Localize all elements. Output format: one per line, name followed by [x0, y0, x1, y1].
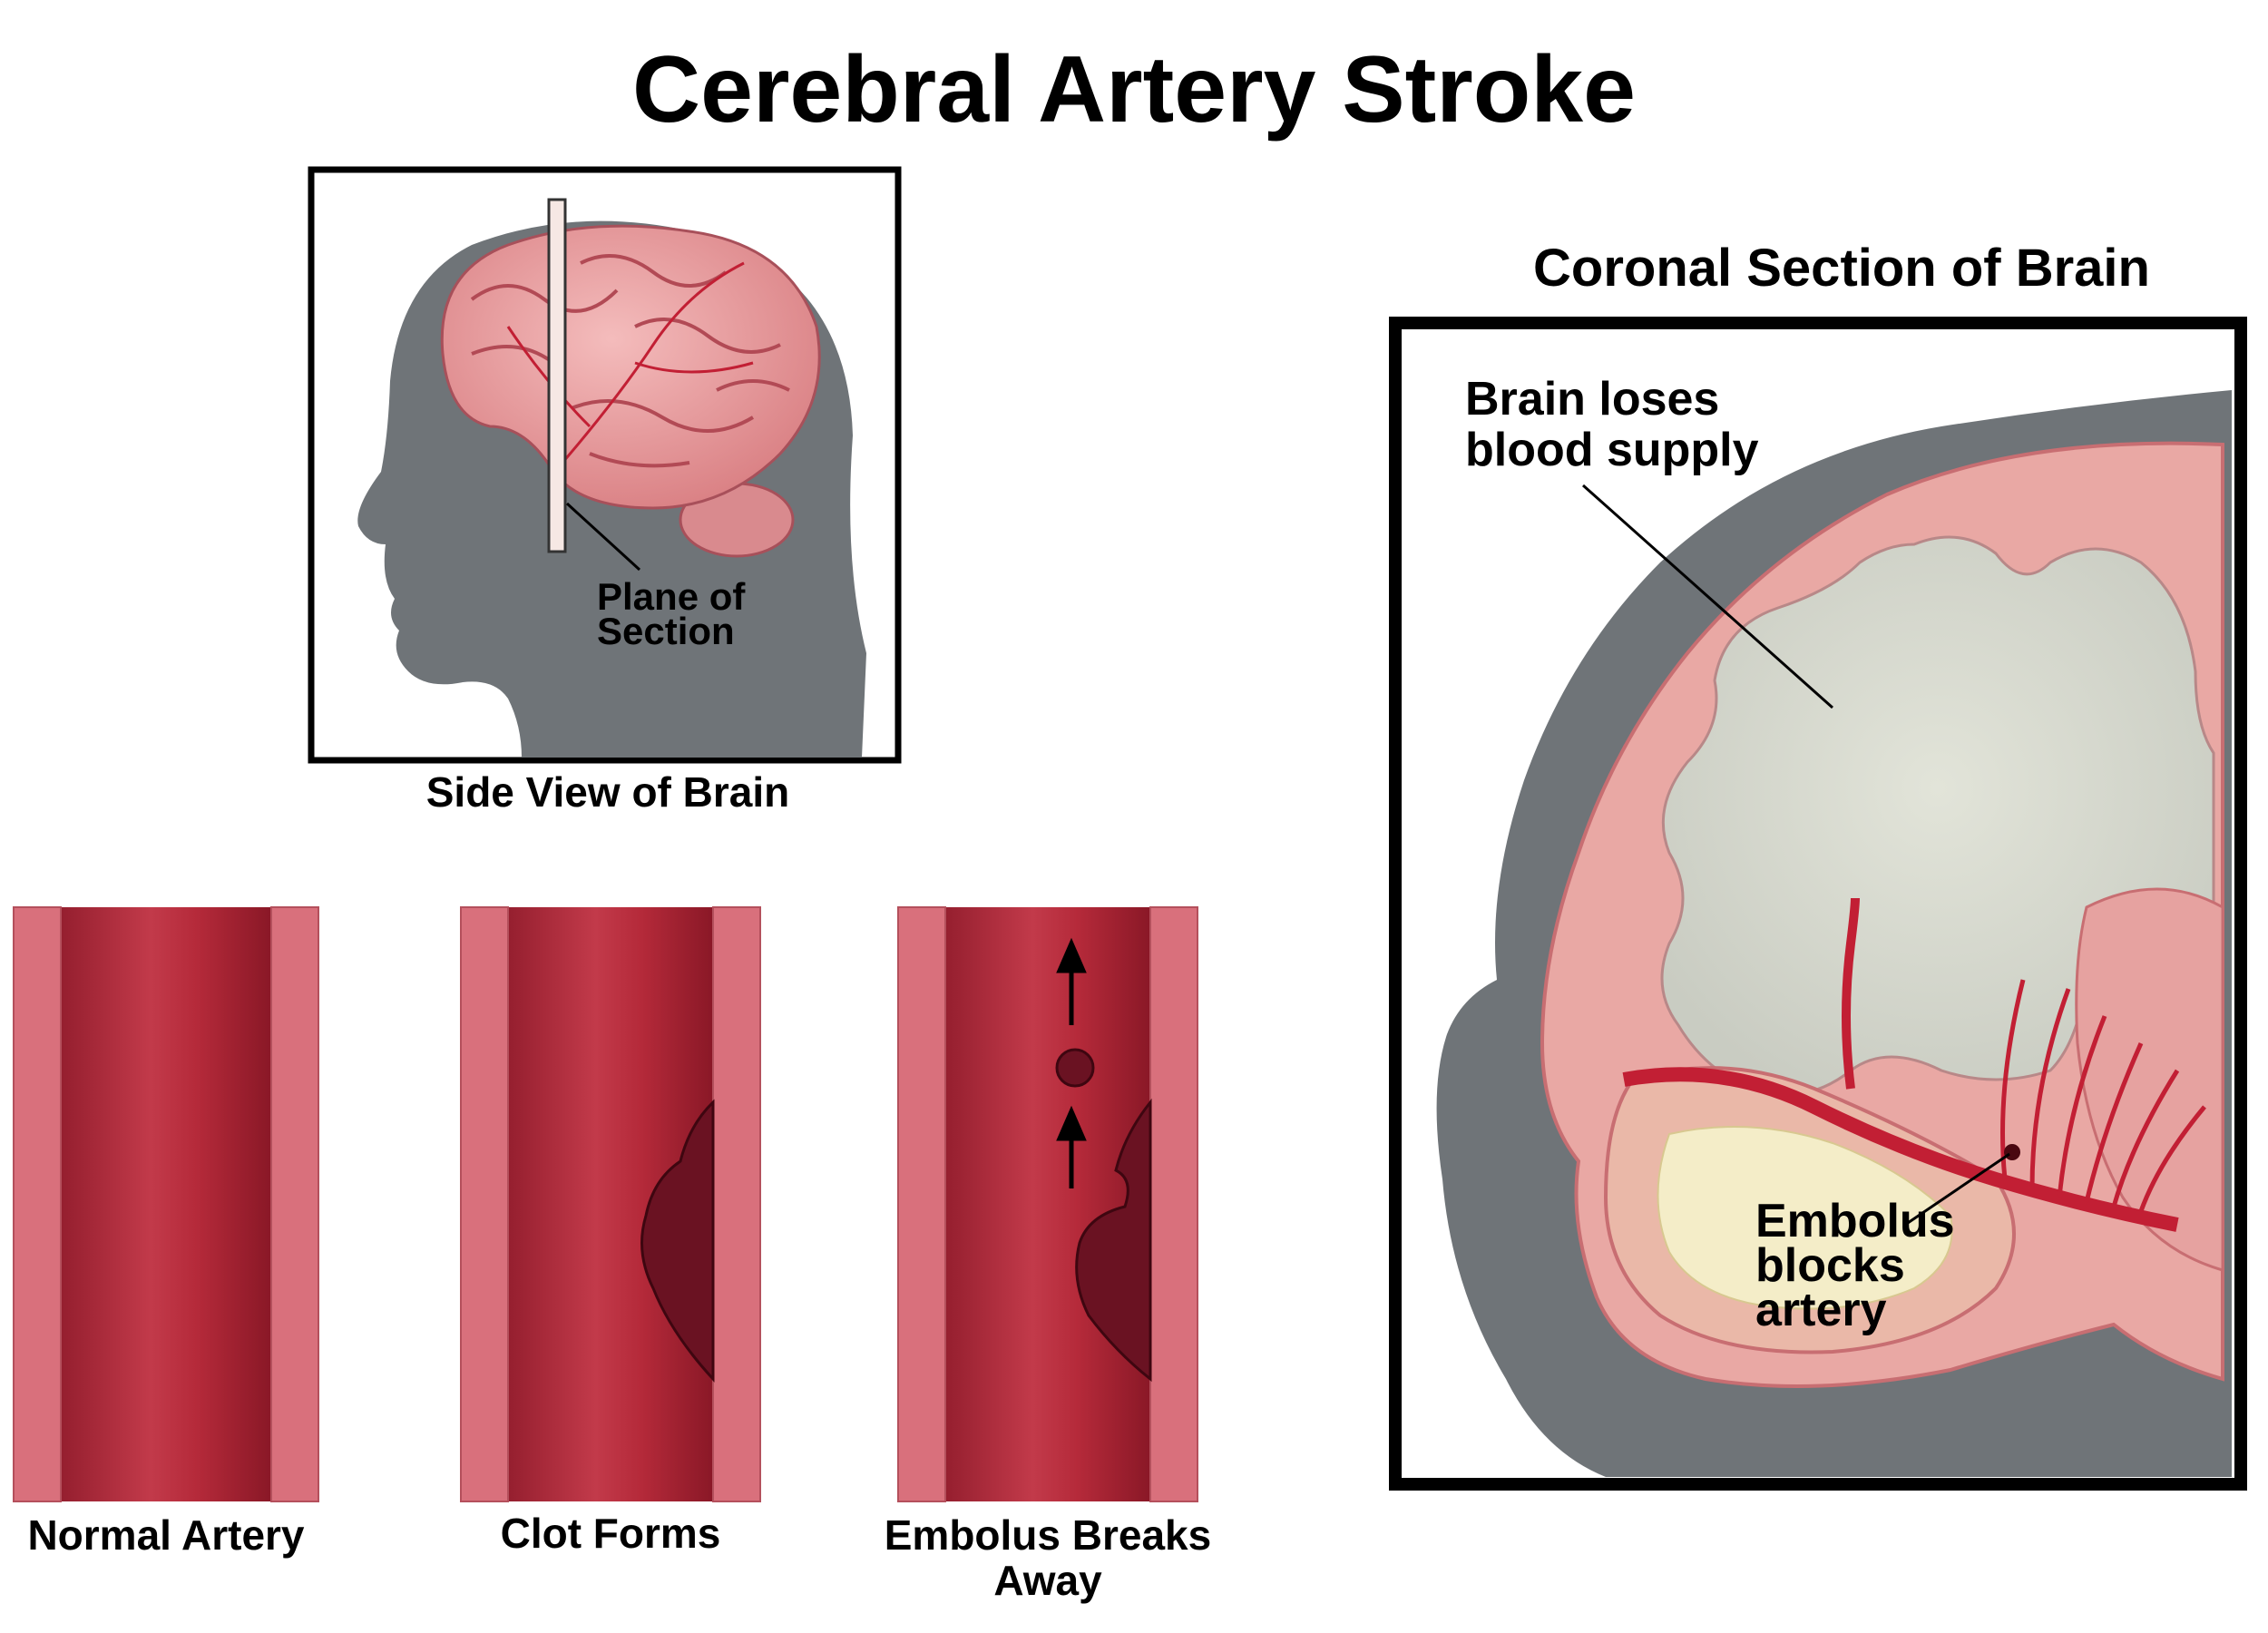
embolus-pointer-line — [1904, 1152, 2010, 1227]
brain-vessels — [506, 261, 754, 464]
artery-clot-wall-right — [712, 906, 761, 1502]
embolus-label-line2: blocks — [1755, 1239, 1905, 1292]
artery-embolus-wall-left — [897, 906, 946, 1502]
coronal-white-matter — [1660, 535, 2215, 1097]
caption-normal-artery: Normal Artery — [27, 1511, 305, 1559]
embolus-label-line3: artery — [1755, 1284, 1887, 1336]
plane-pointer-line — [565, 502, 641, 572]
temporal-white-matter — [1657, 1126, 1953, 1310]
artery-embolus-wall-right — [1149, 906, 1198, 1502]
brain-side — [440, 224, 821, 510]
coronal-deep-structures — [2075, 887, 2224, 1272]
brain-gyri — [470, 254, 790, 468]
artery-normal-lumen — [14, 907, 318, 1501]
side-view-caption: Side View of Brain — [425, 768, 790, 816]
coronal-panel: Brain loses blood supply Embolus blocks … — [1389, 317, 2247, 1491]
plane-label-line1: Plane of — [597, 575, 746, 618]
caption-clot-forms: Clot Forms — [500, 1510, 721, 1557]
artery-normal-wall-right — [270, 906, 319, 1502]
side-view-panel: Plane of Section — [308, 166, 902, 764]
blood-label-line2: blood supply — [1465, 424, 1759, 476]
artery-normal-wall-left — [13, 906, 62, 1502]
artery-embolus — [897, 906, 1198, 1502]
artery-clot-wall-left — [460, 906, 509, 1502]
caption-embolus-breaks-away: Embolus Breaks Away — [853, 1512, 1243, 1603]
artery-normal — [13, 906, 319, 1502]
page-title: Cerebral Artery Stroke — [632, 37, 1636, 142]
residual-clot — [1075, 1098, 1152, 1383]
coronal-heading: Coronal Section of Brain — [1533, 239, 2150, 298]
blood-pointer-line — [1582, 484, 1833, 709]
caption-embolus-line1: Embolus Breaks — [884, 1511, 1212, 1559]
blood-label-line1: Brain loses — [1465, 373, 1719, 425]
plane-of-section-bar — [547, 198, 567, 553]
embolus-label-line1: Embolus — [1755, 1195, 1955, 1247]
upward-arrows — [1056, 937, 1087, 1188]
caption-embolus-line2: Away — [993, 1557, 1102, 1604]
plane-label-line2: Section — [597, 610, 735, 652]
artery-clot — [460, 906, 761, 1502]
embolus-fragment — [1055, 1048, 1095, 1088]
embolus-blockage — [2004, 1144, 2020, 1160]
clot-mass — [640, 1099, 715, 1383]
